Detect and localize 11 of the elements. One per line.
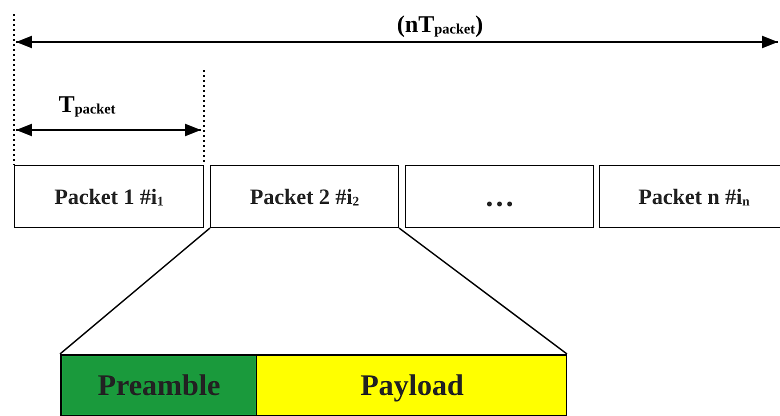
packet-detail-bar bbox=[60, 354, 567, 416]
duration-label: T$_{packet}$ bbox=[58, 92, 116, 119]
duration-label: (nT$_{packet}$) bbox=[396, 12, 484, 39]
expansion-line bbox=[398, 227, 568, 355]
packet-field: Preamble bbox=[61, 355, 257, 415]
packet-box: Packet 1 #i$_{1}$ bbox=[14, 165, 204, 228]
packet-box: Packet 2 #i$_{2}$ bbox=[210, 165, 399, 228]
expansion-line bbox=[60, 227, 210, 355]
packet-box: … bbox=[405, 165, 594, 228]
packet-field: Payload bbox=[256, 355, 566, 415]
packet-box: Packet n #i$_{n}$ bbox=[599, 165, 780, 228]
